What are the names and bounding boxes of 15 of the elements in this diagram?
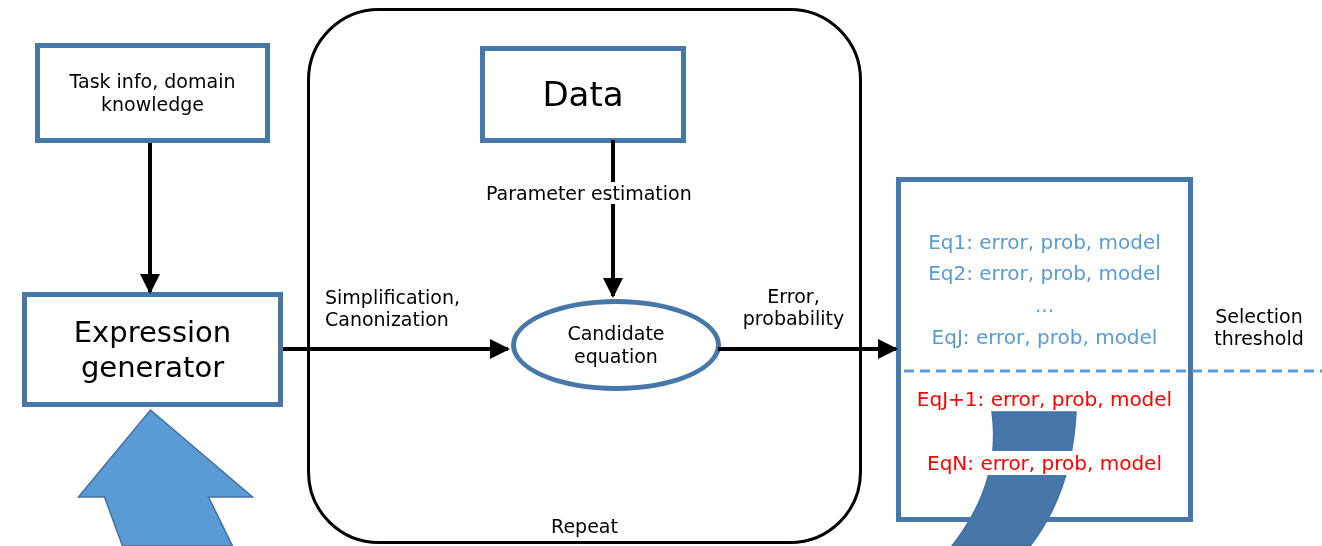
block-arrow: [76, 408, 255, 546]
node-label: Candidate equation: [566, 322, 666, 368]
arrow: [603, 140, 623, 298]
node-label: Expression generator: [72, 314, 233, 385]
arrow: [140, 143, 160, 294]
process-box: [22, 292, 283, 407]
loop-label: Repeat: [550, 515, 619, 537]
equation-entry: EqN: error, prob, model: [925, 451, 1164, 475]
process-box: [35, 43, 270, 143]
process-box: [480, 46, 686, 143]
node-label: Task info, domain knowledge: [68, 70, 237, 116]
arrow: [283, 339, 510, 359]
arrow: [718, 339, 898, 359]
node-label: Data: [542, 74, 624, 115]
results-box: [896, 177, 1193, 522]
